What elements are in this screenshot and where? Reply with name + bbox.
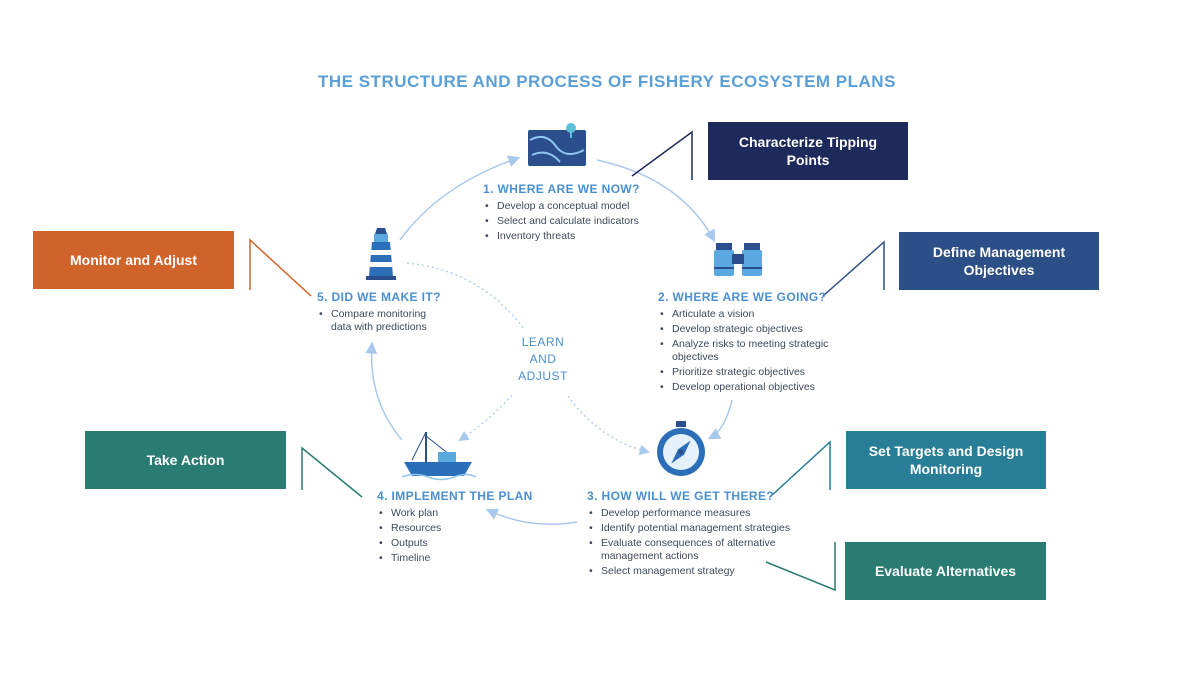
- step-3-bullet: Develop performance measures: [587, 507, 802, 520]
- box-characterize-tipping-points: Characterize Tipping Points: [708, 122, 908, 180]
- step-1-bullets: Develop a conceptual model Select and ca…: [483, 200, 663, 243]
- arrow-1-to-2: [596, 159, 716, 243]
- step-2-bullet: Analyze risks to meeting strategic objec…: [658, 338, 843, 364]
- step-2-where-are-we-going: 2. WHERE ARE WE GOING? Articulate a visi…: [658, 290, 843, 396]
- step-1-title: 1. WHERE ARE WE NOW?: [483, 182, 640, 196]
- page-title: THE STRUCTURE AND PROCESS OF FISHERY ECO…: [318, 72, 896, 91]
- step-3-bullet: Evaluate consequences of alternative man…: [587, 537, 776, 563]
- dotted-arrow-to-boat: [458, 394, 513, 442]
- learn-and-adjust-label: LEARN AND ADJUST: [508, 334, 578, 385]
- box-define-management-objectives: Define Management Objectives: [899, 232, 1099, 290]
- step-2-bullet: Develop strategic objectives: [658, 323, 843, 336]
- step-2-bullets: Articulate a vision Develop strategic ob…: [658, 308, 843, 394]
- box-monitor-and-adjust: Monitor and Adjust: [33, 231, 234, 289]
- step-3-title: 3. HOW WILL WE GET THERE?: [587, 489, 775, 503]
- step-2-title: 2. WHERE ARE WE GOING?: [658, 290, 827, 304]
- connector-take-action: [301, 446, 363, 498]
- arrow-5-to-1: [399, 155, 521, 241]
- dotted-arrow-lighthouse: [406, 262, 526, 331]
- connector-lines: [249, 130, 885, 592]
- step-5-title: 5. DID WE MAKE IT?: [317, 290, 441, 304]
- step-4-bullet: Timeline: [377, 552, 537, 565]
- step-2-bullet: Prioritize strategic objectives: [658, 366, 843, 379]
- step-4-bullets: Work plan Resources Outputs Timeline: [377, 507, 537, 565]
- box-set-targets-design-monitoring: Set Targets and Design Monitoring: [846, 431, 1046, 489]
- step-1-bullet: Inventory threats: [483, 230, 663, 243]
- step-4-bullet: Work plan: [377, 507, 537, 520]
- center-label-line: AND: [529, 352, 557, 366]
- step-5-bullets: Compare monitoring data with predictions: [317, 308, 447, 334]
- map-icon: [528, 123, 586, 166]
- center-label-line: LEARN: [521, 335, 565, 349]
- lighthouse-icon: [366, 228, 396, 280]
- box-evaluate-alternatives: Evaluate Alternatives: [845, 542, 1046, 600]
- compass-icon: [657, 421, 705, 476]
- arrow-2-to-3: [707, 399, 733, 440]
- step-5-bullet: Compare monitoring data with predictions: [317, 308, 441, 334]
- binoculars-icon: [714, 243, 762, 276]
- cycle-arrows: [365, 155, 733, 526]
- step-1-where-are-we-now: 1. WHERE ARE WE NOW? Develop a conceptua…: [483, 182, 663, 245]
- inner-dotted-arrows: [406, 262, 651, 456]
- step-4-title: 4. IMPLEMENT THE PLAN: [377, 489, 533, 503]
- step-3-bullet: Select management strategy: [587, 565, 802, 578]
- step-5-did-we-make-it: 5. DID WE MAKE IT? Compare monitoring da…: [317, 290, 447, 336]
- connector-targets-monitoring: [769, 440, 831, 498]
- dotted-arrow-to-compass: [567, 395, 651, 456]
- step-2-bullet: Articulate a vision: [658, 308, 843, 321]
- fishing-boat-icon: [401, 431, 477, 481]
- step-3-bullets: Develop performance measures Identify po…: [587, 507, 802, 578]
- arrow-4-to-5: [365, 341, 403, 441]
- box-take-action: Take Action: [85, 431, 286, 489]
- center-label-line: ADJUST: [518, 369, 568, 383]
- step-4-implement-the-plan: 4. IMPLEMENT THE PLAN Work plan Resource…: [377, 489, 537, 567]
- connector-monitor-adjust: [249, 238, 312, 297]
- step-2-bullet: Develop operational objectives: [658, 381, 843, 394]
- step-1-bullet: Develop a conceptual model: [483, 200, 663, 213]
- step-3-how-will-we-get-there: 3. HOW WILL WE GET THERE? Develop perfor…: [587, 489, 802, 580]
- connector-management-objectives: [822, 240, 885, 297]
- connector-tipping-points: [631, 130, 693, 180]
- step-4-bullet: Outputs: [377, 537, 537, 550]
- step-4-bullet: Resources: [377, 522, 537, 535]
- step-3-bullet: Identify potential management strategies: [587, 522, 802, 535]
- step-1-bullet: Select and calculate indicators: [483, 215, 663, 228]
